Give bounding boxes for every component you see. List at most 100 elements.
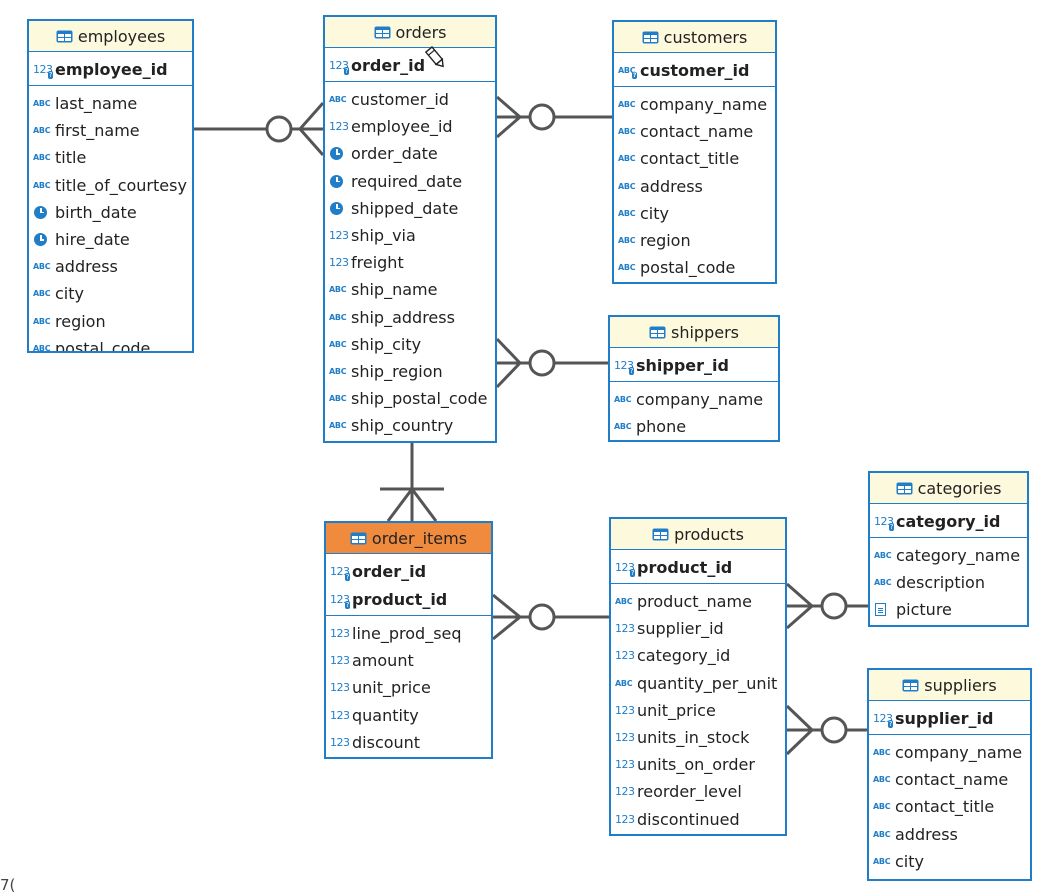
- column-name: employee_id: [351, 117, 453, 137]
- column-name: picture: [896, 600, 952, 620]
- column-name: amount: [352, 651, 414, 671]
- table-header[interactable]: employees: [29, 21, 192, 52]
- text-type-icon: ABC: [33, 262, 51, 272]
- primary-key-row[interactable]: 123?employee_id: [29, 55, 192, 83]
- table-header[interactable]: categories: [870, 473, 1027, 504]
- table-header[interactable]: shippers: [610, 317, 778, 348]
- table-header[interactable]: products: [611, 519, 785, 550]
- column-row[interactable]: picture: [870, 596, 1027, 623]
- number-key-icon: 123?: [873, 711, 893, 728]
- column-name: freight: [351, 253, 404, 273]
- table-name: products: [674, 524, 744, 544]
- text-type-icon: ABC: [33, 99, 51, 109]
- crow-foot-line: [785, 728, 814, 756]
- primary-key-row[interactable]: ABC?customer_id: [614, 56, 775, 84]
- column-name: customer_id: [351, 90, 449, 110]
- primary-key-row[interactable]: 123?order_id: [325, 51, 495, 79]
- text-type-icon: ABC: [618, 236, 636, 246]
- table-icon: [896, 482, 913, 494]
- primary-key-section: 123?category_id: [870, 504, 1027, 538]
- text-type-icon: ABC: [33, 289, 51, 299]
- primary-key-row[interactable]: 123?supplier_id: [869, 704, 1030, 732]
- table-header[interactable]: orders: [325, 17, 495, 48]
- text-type-icon: ABC: [33, 343, 51, 353]
- crow-foot-line: [410, 488, 438, 522]
- column-row[interactable]: order_date: [325, 140, 495, 167]
- primary-key-row[interactable]: 123?product_id: [326, 585, 491, 613]
- table-icon: [56, 30, 73, 42]
- number-type-icon: 123: [329, 229, 349, 243]
- table-header[interactable]: suppliers: [869, 670, 1030, 701]
- crow-foot-line: [786, 604, 813, 630]
- primary-key-row[interactable]: 123?shipper_id: [610, 351, 778, 379]
- column-row[interactable]: birth_date: [29, 199, 192, 226]
- primary-key-section: 123?shipper_id: [610, 348, 778, 382]
- column-row[interactable]: hire_date: [29, 226, 192, 253]
- column-row[interactable]: shipped_date: [325, 195, 495, 222]
- text-type-icon: ABC: [33, 180, 51, 190]
- table-header[interactable]: customers: [614, 22, 775, 53]
- primary-key-row[interactable]: 123?order_id: [326, 557, 491, 585]
- primary-key-row[interactable]: 123?category_id: [870, 507, 1027, 535]
- column-row[interactable]: required_date: [325, 168, 495, 195]
- table-header[interactable]: order_items: [326, 523, 491, 554]
- primary-key-row[interactable]: 123?product_id: [611, 553, 785, 581]
